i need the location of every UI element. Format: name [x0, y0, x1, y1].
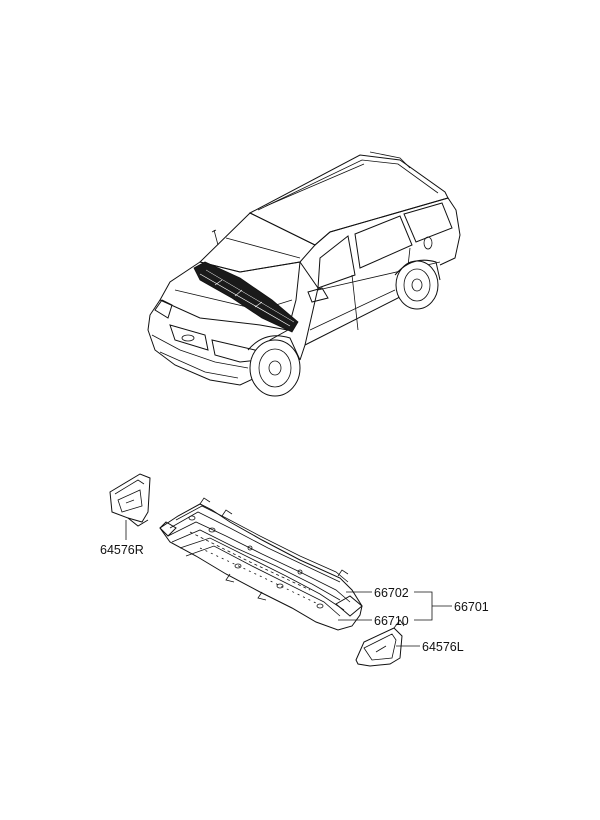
cowl-bracket-right	[109, 473, 151, 540]
label-66710: 66710	[374, 614, 409, 628]
label-64576r: 64576R	[100, 543, 144, 557]
cowl-bracket-left	[355, 619, 405, 667]
cowl-panel-assembly	[159, 497, 363, 631]
vehicle-illustration	[147, 151, 461, 397]
label-64576l: 64576L	[422, 640, 464, 654]
cowl-highlight	[193, 261, 299, 333]
leader-lines	[338, 591, 452, 647]
label-66702: 66702	[374, 586, 409, 600]
label-66701: 66701	[454, 600, 489, 614]
